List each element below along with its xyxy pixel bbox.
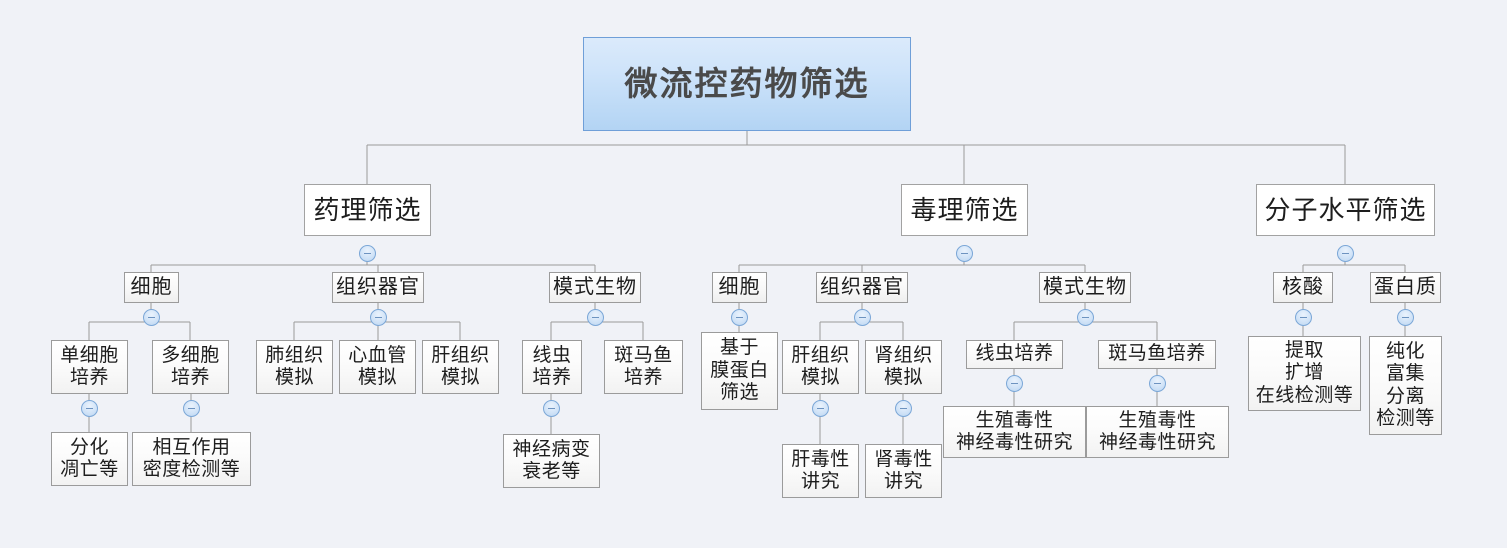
node-toxicology-screening[interactable]: 毒理筛选 xyxy=(901,184,1028,236)
node-neuropathy-aging[interactable]: 神经病变 衰老等 xyxy=(503,434,600,488)
minus-icon xyxy=(188,408,195,409)
toggle-nematode-culture[interactable] xyxy=(543,400,560,417)
node-tox-nematode-culture[interactable]: 线虫培养 xyxy=(966,340,1063,369)
minus-icon xyxy=(859,317,866,318)
node-tox-cell[interactable]: 细胞 xyxy=(712,272,767,303)
node-tox-zebrafish-culture[interactable]: 斑马鱼培养 xyxy=(1098,340,1216,369)
node-tox-tissue-organ[interactable]: 组织器官 xyxy=(816,272,908,303)
minus-icon xyxy=(1300,317,1307,318)
node-differentiation-apoptosis[interactable]: 分化 凋亡等 xyxy=(51,432,128,486)
minus-icon xyxy=(548,408,555,409)
node-molecular-level-screening[interactable]: 分子水平筛选 xyxy=(1256,184,1435,236)
toggle-nucleic-acid[interactable] xyxy=(1295,309,1312,326)
toggle-tox-zebrafish-culture[interactable] xyxy=(1149,375,1166,392)
toggle-tox-nematode-culture[interactable] xyxy=(1006,375,1023,392)
node-tox-model-organism[interactable]: 模式生物 xyxy=(1039,272,1131,303)
minus-icon xyxy=(1082,317,1089,318)
node-protein[interactable]: 蛋白质 xyxy=(1370,272,1441,303)
toggle-tox-model[interactable] xyxy=(1077,309,1094,326)
toggle-tox-liver-tissue[interactable] xyxy=(812,400,829,417)
node-liver-tissue-simulation[interactable]: 肝组织 模拟 xyxy=(422,340,499,394)
node-cardiovascular-simulation[interactable]: 心血管 模拟 xyxy=(339,340,416,394)
minus-icon xyxy=(148,317,155,318)
minus-icon xyxy=(364,253,371,254)
toggle-tox-kidney-tissue[interactable] xyxy=(895,400,912,417)
root-node-drug-screening[interactable]: 微流控药物筛选 xyxy=(583,37,911,131)
minus-icon xyxy=(1011,383,1018,384)
node-pharma-tissue-organ[interactable]: 组织器官 xyxy=(332,272,424,303)
toggle-tox-cell[interactable] xyxy=(731,309,748,326)
node-pharma-cell[interactable]: 细胞 xyxy=(124,272,179,303)
toggle-pharmacology[interactable] xyxy=(359,245,376,262)
toggle-pharma-cell[interactable] xyxy=(143,309,160,326)
toggle-molecular[interactable] xyxy=(1337,245,1354,262)
minus-icon xyxy=(1342,253,1349,254)
node-membrane-protein-screening[interactable]: 基于 膜蛋白 筛选 xyxy=(701,332,778,410)
node-zebrafish-culture[interactable]: 斑马鱼 培养 xyxy=(604,340,683,394)
toggle-pharma-model[interactable] xyxy=(587,309,604,326)
minus-icon xyxy=(86,408,93,409)
toggle-pharma-tissue[interactable] xyxy=(370,309,387,326)
minus-icon xyxy=(900,408,907,409)
minus-icon xyxy=(592,317,599,318)
node-tox-liver-tissue-simulation[interactable]: 肝组织 模拟 xyxy=(782,340,859,394)
minus-icon xyxy=(961,253,968,254)
minus-icon xyxy=(817,408,824,409)
node-repro-neuro-toxicity-nematode[interactable]: 生殖毒性 神经毒性研究 xyxy=(943,406,1086,458)
node-nephrotoxicity-study[interactable]: 肾毒性 讲究 xyxy=(865,444,942,498)
toggle-multi-cell-culture[interactable] xyxy=(183,400,200,417)
toggle-tox-tissue[interactable] xyxy=(854,309,871,326)
node-hepatotoxicity-study[interactable]: 肝毒性 讲究 xyxy=(782,444,859,498)
node-nucleic-acid[interactable]: 核酸 xyxy=(1273,272,1333,303)
node-repro-neuro-toxicity-zebrafish[interactable]: 生殖毒性 神经毒性研究 xyxy=(1086,406,1229,458)
node-protein-methods[interactable]: 纯化 富集 分离 检测等 xyxy=(1369,336,1442,435)
toggle-protein[interactable] xyxy=(1397,309,1414,326)
node-nucleic-acid-methods[interactable]: 提取 扩增 在线检测等 xyxy=(1248,336,1361,411)
node-single-cell-culture[interactable]: 单细胞 培养 xyxy=(51,340,128,394)
toggle-toxicology[interactable] xyxy=(956,245,973,262)
node-pharmacology-screening[interactable]: 药理筛选 xyxy=(304,184,431,236)
node-interaction-density[interactable]: 相互作用 密度检测等 xyxy=(132,432,251,486)
minus-icon xyxy=(1154,383,1161,384)
node-lung-tissue-simulation[interactable]: 肺组织 模拟 xyxy=(256,340,333,394)
minus-icon xyxy=(1402,317,1409,318)
minus-icon xyxy=(736,317,743,318)
node-multi-cell-culture[interactable]: 多细胞 培养 xyxy=(152,340,229,394)
node-tox-kidney-tissue-simulation[interactable]: 肾组织 模拟 xyxy=(865,340,942,394)
minus-icon xyxy=(375,317,382,318)
toggle-single-cell-culture[interactable] xyxy=(81,400,98,417)
node-pharma-model-organism[interactable]: 模式生物 xyxy=(549,272,641,303)
node-nematode-culture[interactable]: 线虫 培养 xyxy=(522,340,582,394)
